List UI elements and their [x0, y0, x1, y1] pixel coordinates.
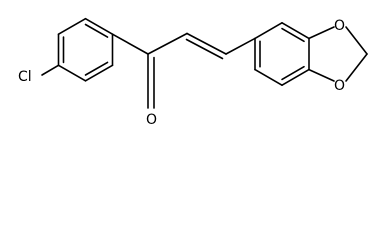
enone-chain	[111, 32, 256, 109]
chlorophenyl-ring	[57, 17, 114, 82]
carbonyl-oxygen-label: O	[146, 112, 157, 128]
benzodioxole-ring	[254, 21, 368, 86]
chlorine-atom-label: Cl	[18, 69, 32, 85]
dioxole-oxygen-bottom-label: O	[334, 78, 345, 94]
dioxole-oxygen-top-label: O	[334, 18, 345, 34]
c-cl-bond	[41, 64, 60, 76]
chemical-structure-diagram: Cl O O O	[18, 17, 368, 128]
